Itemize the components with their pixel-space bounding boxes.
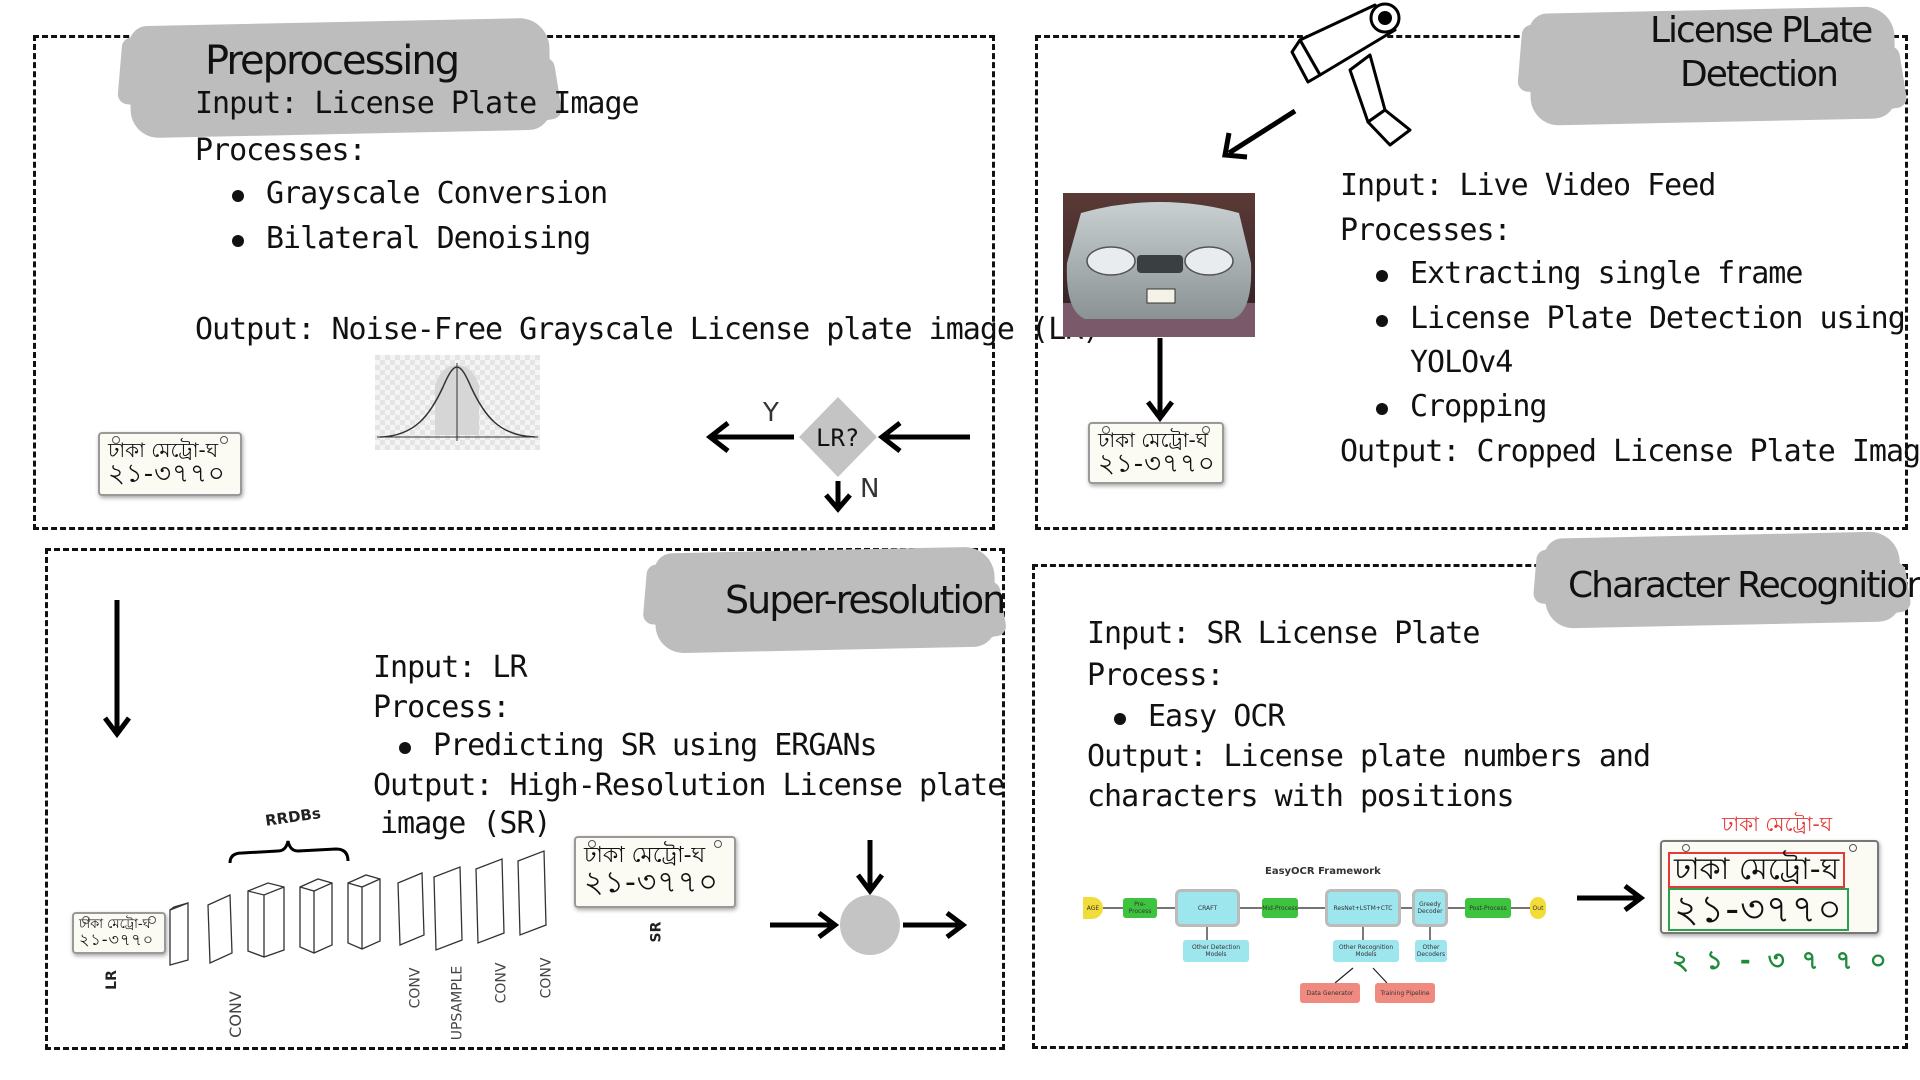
detection-processes-label: Processes: [1340, 213, 1512, 248]
label-conv3: CONV [493, 962, 510, 1004]
framework-title: EasyOCR Framework [1265, 866, 1381, 877]
preprocessing-input: Input: License Plate Image [195, 86, 640, 121]
detection-input: Input: Live Video Feed [1340, 168, 1716, 203]
framework-node-resnet: ResNet+LSTM+CTC [1328, 892, 1398, 924]
license-plate-lr: ঢাকা মেট্রো-ঘ ২১-৩৭৭০ [72, 912, 166, 954]
license-plate-preprocessing: ঢাকা মেট্রো-ঘ ২১-৩৭৭০ [98, 432, 242, 496]
plate-line1: ঢাকা মেট্রো-ঘ [79, 917, 151, 932]
plate-line1: ঢাকা মেট্রো-ঘ [584, 843, 706, 868]
detection-item-extracting: Extracting single frame [1375, 256, 1803, 291]
framework-bottom-datagen: Data Generator [1300, 983, 1360, 1003]
result-top-text: ঢাকা মেট্রো-ঘ [1722, 812, 1833, 836]
framework-node-input: AGE [1083, 897, 1103, 919]
merge-node-flow [770, 840, 968, 955]
superres-process-label: Process: [373, 690, 510, 725]
label-conv4: CONV [538, 957, 555, 999]
decision-label: LR? [816, 424, 860, 452]
recognition-input: Input: SR License Plate [1087, 616, 1480, 651]
recognition-output-line1: Output: License plate numbers and [1087, 739, 1651, 774]
superres-output-line1: Output: High-Resolution License plate [373, 768, 1005, 803]
superres-input: Input: LR [373, 650, 528, 685]
license-plate-result: ঢাকা মেট্রো-ঘ ২১-৩৭৭০ [1660, 840, 1879, 934]
camera-arrow [1222, 108, 1297, 160]
recognition-item-easyocr: Easy OCR [1114, 699, 1285, 734]
detection-item-yolo: License Plate Detection using [1376, 301, 1906, 336]
plate-line2: ২১-৩৭৭০ [108, 459, 226, 489]
label-conv2: CONV [407, 967, 424, 1009]
car-frame-image [1063, 193, 1255, 337]
label-lr: LR [103, 970, 120, 990]
superres-output-line2: image (SR) [380, 806, 552, 841]
detection-output: Output: Cropped License Plate Image [1340, 434, 1920, 469]
superres-down-arrow [103, 600, 131, 739]
license-plate-sr: ঢাকা মেট্রো-ঘ ২১-৩৭৭০ [574, 836, 736, 908]
plate-line1: ঢাকা মেট্রো-ঘ [1098, 428, 1209, 452]
framework-node-midprocess: Mid-Process [1262, 898, 1298, 918]
framework-sub-recognition: Other Recognition Models [1333, 940, 1399, 962]
framework-connectors [1103, 907, 1530, 984]
framework-node-output: Out [1530, 897, 1546, 919]
recognition-output-line2: characters with positions [1087, 779, 1515, 814]
license-plate-detected: ঢাকা মেট্রো-ঘ ২১-৩৭৭০ [1088, 422, 1224, 484]
framework-sub-decoders: Other Decoders [1415, 940, 1447, 962]
result-bottom-text: ২ ১ - ৩ ৭ ৭ ০ [1672, 946, 1891, 976]
preprocessing-processes-label: Processes: [195, 133, 367, 168]
superres-title: Super-resolution [725, 578, 1006, 622]
detection-title-line2: Detection [1680, 54, 1839, 95]
framework-sub-detection: Other Detection Models [1183, 940, 1249, 962]
recognition-process-label: Process: [1087, 658, 1224, 693]
detection-item-yolo-cont: YOLOv4 [1410, 345, 1513, 380]
lr-decision-flow [705, 397, 970, 513]
recognition-arrow [1577, 884, 1646, 912]
detection-item-cropping: Cropping [1376, 389, 1547, 424]
framework-bottom-training: Training Pipeline [1375, 983, 1435, 1003]
label-upsample: UPSAMPLE [449, 965, 466, 1041]
decision-yes: Y [763, 398, 779, 428]
preprocessing-title: Preprocessing [205, 38, 460, 84]
ergan-architecture [169, 840, 547, 966]
detection-panel [1035, 35, 1908, 530]
superres-panel [45, 548, 1005, 1050]
preprocessing-output: Output: Noise-Free Grayscale License pla… [195, 312, 1100, 347]
plate-line2: ২১-৩৭৭০ [1668, 887, 1849, 932]
plate-line2: ২১-৩৭৭০ [79, 929, 155, 949]
label-conv1: CONV [225, 991, 245, 1038]
plate-line1: ঢাকা মেট্রো-ঘ [108, 438, 219, 462]
framework-node-craft: CRAFT [1178, 892, 1237, 924]
plate-line1: ঢাকা মেট্রো-ঘ [1668, 852, 1846, 888]
decision-no: N [860, 474, 880, 504]
plate-line2: ২১-৩৭৭০ [1098, 449, 1216, 479]
gaussian-curve-icon [375, 355, 540, 450]
preprocessing-item-grayscale: Grayscale Conversion [231, 176, 608, 211]
recognition-panel [1032, 564, 1908, 1049]
preprocessing-item-denoising: Bilateral Denoising [231, 221, 591, 256]
superres-item-ergans: Predicting SR using ERGANs [399, 728, 878, 763]
cctv-camera-icon [1290, 2, 1412, 147]
framework-node-preprocess: Pre-Process [1123, 898, 1157, 918]
framework-node-decoder: Greedy Decoder [1415, 892, 1445, 924]
framework-node-postprocess: Post-Process [1465, 898, 1511, 918]
recognition-title: Character Recognition [1568, 565, 1920, 606]
label-sr: SR [648, 921, 665, 943]
detection-title-line1: License PLate [1650, 10, 1873, 51]
car-to-plate-arrow [1146, 338, 1174, 423]
plate-line2: ২১-৩৭৭০ [584, 865, 719, 901]
